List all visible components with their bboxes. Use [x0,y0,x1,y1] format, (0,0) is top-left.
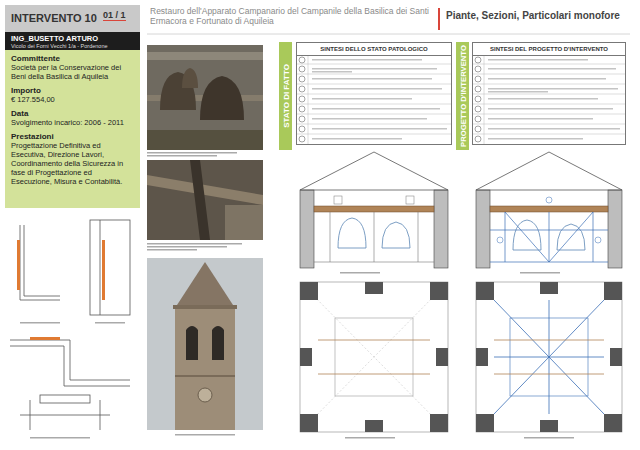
node-text: INTERVENTO 10 [11,12,97,24]
intervention-header: INTERVENTO 10 01 / 1 [5,5,140,32]
section-label: PROGETTO D'INTERVENTO [456,42,469,150]
node-text: Prestazioni [11,132,134,141]
title-rule [147,34,630,35]
author-band: ING_BUSETTO ARTUROVicolo dei Forni Vecch… [5,32,140,52]
section-label: STATO DI FATTO [279,42,292,150]
subtitle: Restauro dell'Apparato Campanario del Ca… [150,6,432,26]
node-text: Svolgimento incarico: 2006 - 2011 [11,118,134,127]
info-panel: CommittenteSocietà per la Conservazione … [5,50,140,208]
section-stato [300,152,448,274]
section-progetto [476,152,622,274]
node-text: € 127.554,00 [11,95,134,104]
tower-photo [147,258,263,430]
plan-stato [300,282,448,439]
node-text: Importo [11,86,134,95]
node-text: Progettazione Definitiva ed Esecutiva, D… [11,141,134,186]
node-text: SINTESI DELLO STATO PATOLOGICO [297,43,451,56]
node-text: Data [11,109,134,118]
board-title: Piante, Sezioni, Particolari monofore [446,10,632,21]
vertical-label: PROGETTO D'INTERVENTO [458,45,467,147]
bells-photo [147,45,263,150]
table-box: SINTESI DELLO STATO PATOLOGICO [296,42,452,145]
frame-photo [147,160,263,240]
node-text: Società per la Conservazione dei Beni de… [11,63,134,81]
node-text: ING_BUSETTO ARTURO [11,34,134,43]
table-box: SINTESI DEL PROGETTO D'INTERVENTO [472,42,626,145]
detail-drawings [10,220,130,430]
node-text: Vicolo dei Forni Vecchi 1/a - Pordenone [11,43,134,49]
node-text: Committente [11,54,134,63]
title-separator [438,8,440,30]
plan-progetto [476,282,622,439]
vertical-label: STATO DI FATTO [281,64,290,128]
node-text: 01 / 1 [103,10,126,21]
node-text: SINTESI DEL PROGETTO D'INTERVENTO [473,43,625,56]
